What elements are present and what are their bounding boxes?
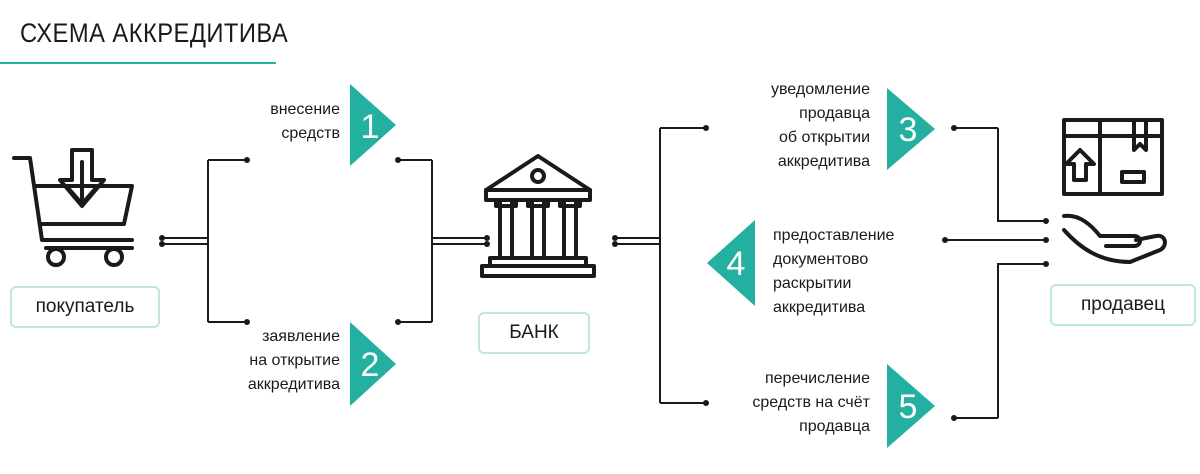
connector-lines [162, 127, 1046, 419]
step-2-text: заявление на открытие аккредитива [247, 328, 340, 393]
step-5-text: перечисление средств на счёт продавца [752, 370, 870, 435]
title-underline [0, 62, 276, 64]
buyer-label: покупатель [10, 286, 160, 328]
step-3-number: 3 [899, 111, 918, 149]
seller-branch-top [997, 128, 1046, 222]
diagram-title: СХЕМА АККРЕДИТИВА [20, 18, 289, 48]
seller-label-text: продавец [1081, 294, 1165, 315]
bank-building-icon [480, 154, 596, 278]
step-4-number: 4 [727, 245, 746, 283]
buyer-label-text: покупатель [35, 296, 135, 317]
step-3-text: уведомление продавца об открытии аккреди… [770, 81, 870, 170]
step-4-marker: 4 [707, 220, 755, 306]
step-5-number: 5 [899, 388, 918, 426]
step-1-number: 1 [361, 108, 380, 146]
box-in-hand-icon [1062, 118, 1167, 264]
step-4-text: предоставление документово раскрытии акк… [773, 227, 895, 316]
seller-label: продавец [1050, 284, 1196, 326]
step-5-marker: 5 [887, 364, 935, 448]
shopping-cart-icon [12, 148, 134, 267]
bank-label: БАНК [478, 312, 590, 354]
step-3-marker: 3 [887, 88, 935, 170]
connector-dots [159, 125, 1049, 421]
step-2-marker: 2 [350, 322, 396, 406]
step-2-number: 2 [361, 346, 380, 384]
bank-label-text: БАНК [509, 322, 559, 343]
step-1-text: внесение средств [270, 101, 340, 142]
step-1-marker: 1 [350, 84, 396, 166]
seller-branch-bottom [997, 263, 1046, 418]
